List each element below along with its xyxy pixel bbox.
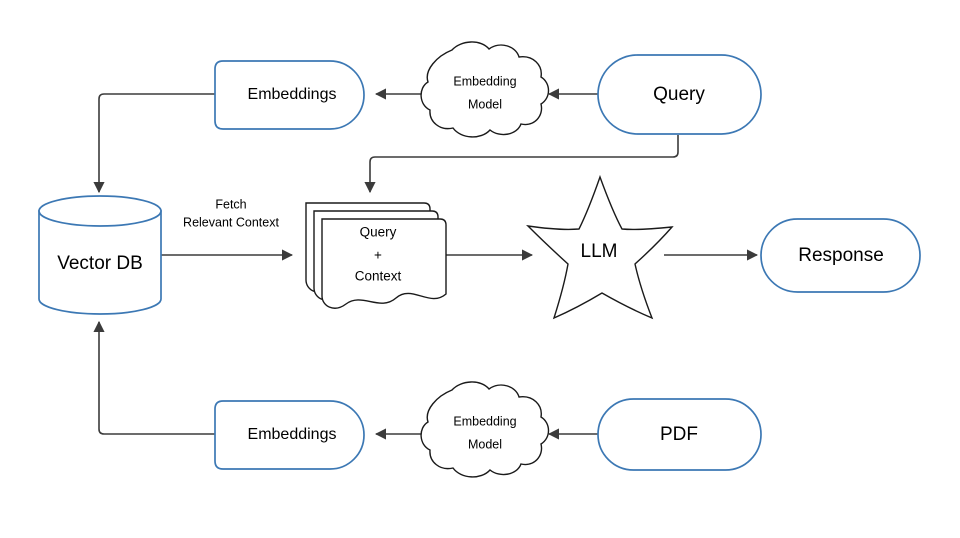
node-query[interactable]: Query	[597, 54, 762, 135]
node-response[interactable]: Response	[760, 218, 921, 293]
node-label-embedding-model-bottom-line2: Model	[468, 437, 502, 451]
node-label-query: Query	[653, 84, 705, 105]
node-label-query-context-line1: Query	[360, 225, 397, 240]
node-label-embedding-model-top-line2: Model	[468, 97, 502, 111]
node-embeddings-bottom[interactable]: Embeddings	[214, 400, 365, 470]
node-vector-db[interactable]: Vector DB	[38, 195, 162, 315]
node-embedding-model-top[interactable]: Embedding Model	[420, 41, 550, 138]
node-label-embeddings-top: Embeddings	[248, 86, 337, 103]
node-label-vector-db: Vector DB	[57, 253, 143, 274]
edge-query-to-query-context	[364, 135, 679, 194]
node-embedding-model-bottom[interactable]: Embedding Model	[420, 381, 550, 478]
node-label-query-context-line2: +	[374, 248, 382, 263]
edge-label-fetch-line2: Relevant Context	[183, 215, 279, 229]
node-embeddings-top[interactable]: Embeddings	[214, 60, 365, 130]
node-pdf[interactable]: PDF	[597, 398, 762, 471]
edge-embeddings-bottom-to-vector-db	[93, 320, 215, 435]
node-label-embedding-model-top-line1: Embedding	[453, 74, 516, 88]
edge-label-fetch-line1: Fetch	[215, 197, 246, 211]
node-label-pdf: PDF	[660, 424, 698, 445]
node-label-llm: LLM	[581, 241, 618, 262]
node-label-query-context-line3: Context	[355, 269, 402, 284]
node-llm[interactable]: LLM	[526, 174, 674, 320]
node-label-embeddings-bottom: Embeddings	[248, 426, 337, 443]
node-label-response: Response	[798, 245, 884, 266]
edge-embeddings-top-to-vector-db	[93, 93, 215, 194]
edge-vector-db-to-query-context: Fetch Relevant Context	[161, 197, 294, 261]
node-query-context[interactable]: Query + Context	[305, 202, 447, 309]
node-label-embedding-model-bottom-line1: Embedding	[453, 414, 516, 428]
